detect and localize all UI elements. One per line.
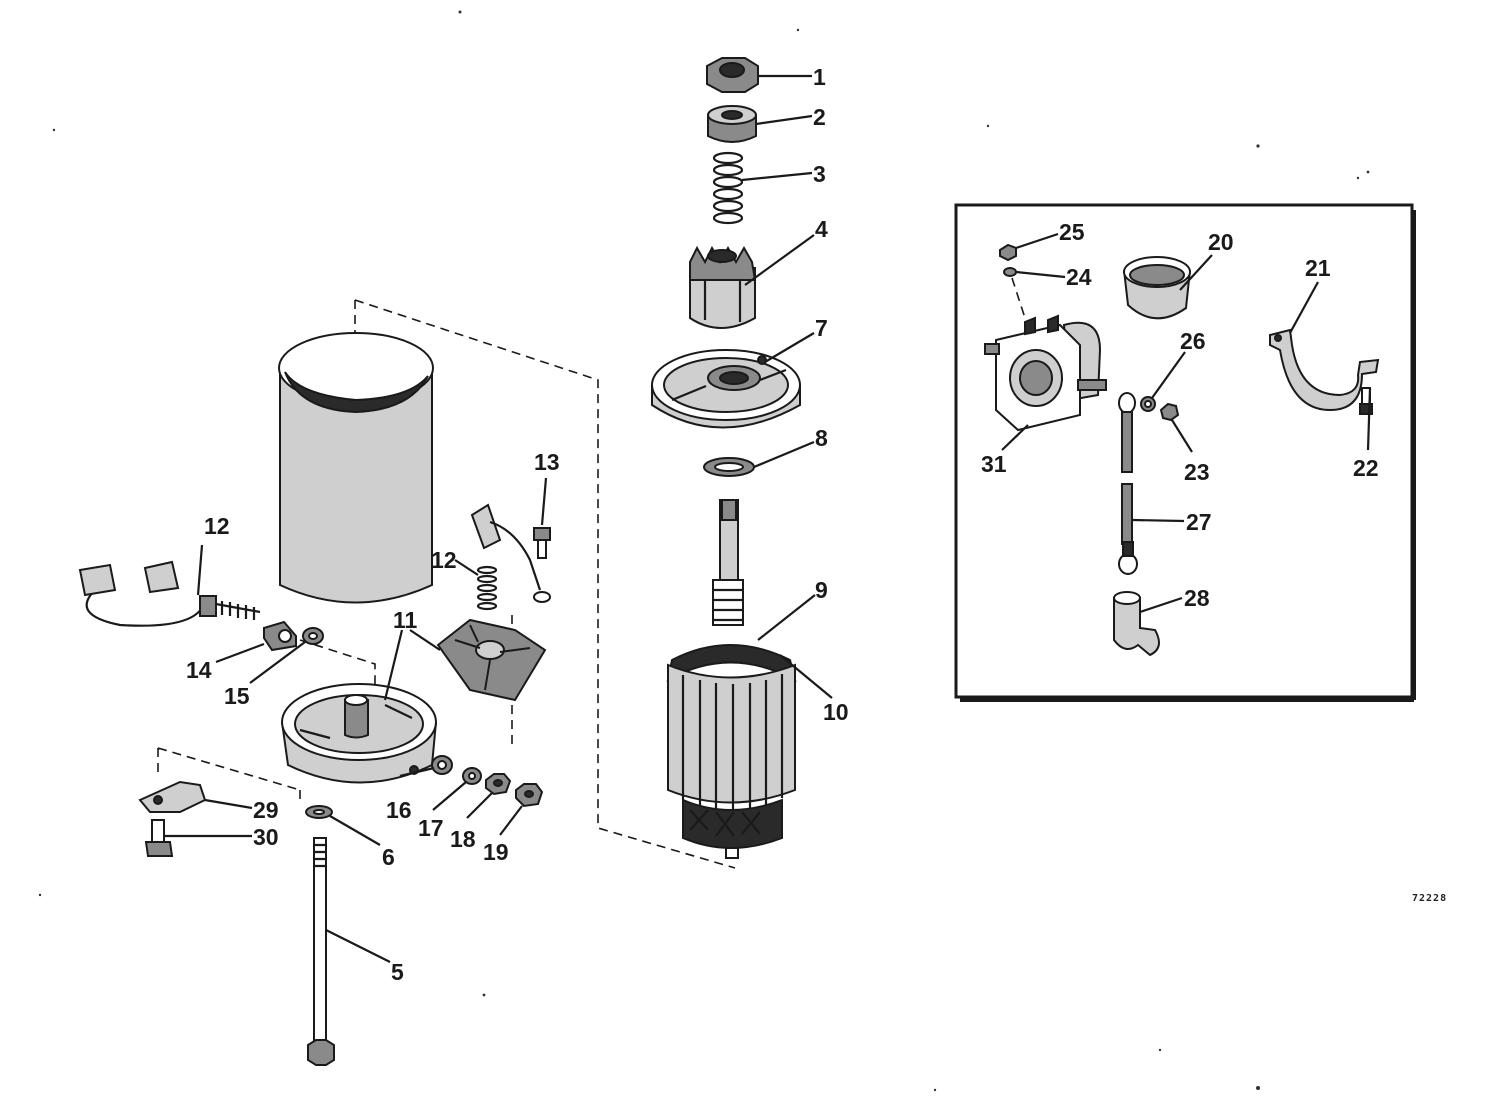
callout-20: 20 (1208, 229, 1234, 255)
callout-3: 3 (813, 161, 826, 187)
solenoid-terminal-nut-part (999, 243, 1017, 262)
scan-speckles (38, 10, 1370, 1092)
callout-27: 27 (1186, 509, 1212, 535)
bracket-screw-part (144, 819, 174, 857)
callout-1: 1 (813, 64, 826, 90)
bolt-washer-part (305, 805, 333, 819)
cable-lockwasher-part (1140, 396, 1156, 412)
callout-19: 19 (483, 839, 509, 865)
callout-24: 24 (1066, 264, 1092, 290)
callout-31: 31 (981, 451, 1007, 477)
callout-6: 6 (382, 844, 395, 870)
drawing-reference-number: 72228 (1412, 893, 1447, 904)
callout-5: 5 (391, 959, 404, 985)
callout-22: 22 (1353, 455, 1379, 481)
cable-nut-part (1159, 402, 1180, 422)
callout-29: 29 (253, 797, 279, 823)
drive-end-head-part (651, 349, 801, 429)
cap-nut-part (515, 783, 544, 808)
battery-cable-part (1118, 392, 1138, 575)
brush-plate-part (436, 618, 547, 702)
solenoid-sleeve-part (1123, 256, 1191, 320)
spacer-part (707, 105, 757, 143)
callout-7: 7 (815, 315, 828, 341)
callout-28: 28 (1184, 585, 1210, 611)
solenoid-part (984, 314, 1107, 432)
callout-2: 2 (813, 104, 826, 130)
leader-lines (165, 74, 1372, 963)
callout-14: 14 (186, 657, 212, 683)
terminal-nut-part (485, 773, 512, 796)
callout-18: 18 (450, 826, 476, 852)
starter-frame-part (278, 332, 434, 604)
brush-holder-part (263, 620, 297, 652)
callout-10: 10 (823, 699, 849, 725)
callout-4: 4 (815, 216, 828, 242)
callout-15: 15 (224, 683, 250, 709)
callout-23: 23 (1184, 459, 1210, 485)
commutator-end-head-part (281, 683, 437, 784)
callout-16: 16 (386, 797, 412, 823)
lock-washer-part (462, 767, 482, 785)
brush-with-spring-part (470, 503, 551, 611)
terminal-washer-part (431, 755, 453, 775)
callout-21: 21 (1305, 255, 1331, 281)
bracket-dashed-outline (157, 747, 301, 800)
brush-screw-part (533, 527, 551, 559)
spring-part (712, 151, 744, 225)
callout-26: 26 (1180, 328, 1206, 354)
hex-nut-part (706, 57, 759, 93)
armature-part (666, 499, 797, 859)
solenoid-lock-washer-part (1003, 267, 1026, 319)
terminal-boot-part (1113, 591, 1160, 657)
callout-labels: 1 2 3 4 5 6 7 8 9 10 11 12 12 13 14 15 1… (186, 64, 1379, 985)
thru-bolt-part (307, 837, 335, 1066)
brush-set-part (78, 560, 261, 627)
thrust-washer-part (703, 457, 755, 477)
callout-12-left: 12 (204, 513, 230, 539)
callout-17: 17 (418, 815, 444, 841)
ground-bracket-part (138, 780, 207, 813)
callout-9: 9 (815, 577, 828, 603)
callout-11: 11 (393, 607, 418, 633)
callout-8: 8 (815, 425, 828, 451)
callout-13: 13 (534, 449, 560, 475)
callout-30: 30 (253, 824, 279, 850)
callout-12-right: 12 (431, 547, 457, 573)
drive-pinion-part (689, 245, 757, 329)
callout-25: 25 (1059, 219, 1085, 245)
solenoid-bracket-part (1269, 328, 1380, 412)
insulating-washer-part (302, 627, 324, 645)
assembly-dashed-outline (354, 299, 736, 869)
